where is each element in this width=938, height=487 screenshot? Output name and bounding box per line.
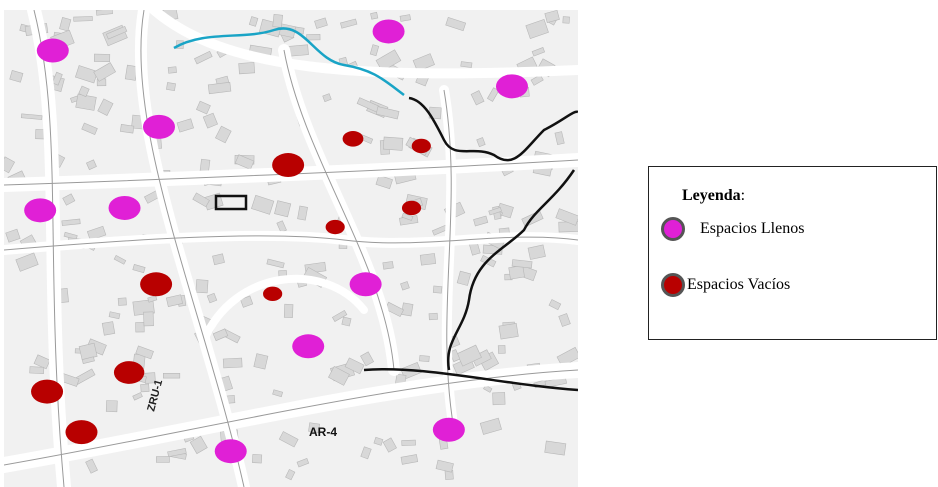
legend-title: Leyenda: [682, 187, 746, 204]
empty-space-marker [342, 130, 364, 147]
empty-space-marker [65, 420, 98, 445]
full-space-marker [142, 114, 175, 139]
empty-space-marker [263, 286, 283, 302]
empty-space-marker [411, 138, 431, 154]
empty-space-marker [140, 272, 173, 297]
full-space-marker [349, 272, 382, 297]
full-space-marker [292, 334, 325, 359]
river [173, 27, 405, 96]
legend-item-full-spaces: Espacios Llenos [661, 217, 804, 241]
empty-space-marker [31, 379, 64, 404]
legend-label: Espacios Vacíos [687, 276, 791, 293]
magenta-circle-icon [661, 217, 685, 241]
road-label-ar-4: AR-4 [309, 425, 337, 439]
map: ZRU-1 AR-4 [4, 10, 578, 487]
empty-space-marker [113, 361, 145, 384]
red-circle-icon [661, 273, 685, 297]
empty-space-marker [325, 219, 345, 235]
empty-space-marker [401, 200, 422, 216]
full-space-marker [214, 439, 247, 464]
empty-space-marker [272, 153, 305, 178]
legend-item-empty-spaces: Espacios Vacíos [661, 273, 790, 297]
full-space-marker [432, 417, 465, 442]
full-space-marker [372, 19, 405, 44]
legend: Leyenda: Espacios Llenos Espacios Vacíos [648, 166, 937, 340]
full-space-marker [36, 38, 69, 63]
boundary-line [408, 96, 578, 162]
legend-label: Espacios Llenos [700, 220, 805, 237]
full-space-marker [24, 198, 57, 223]
full-space-marker [495, 74, 528, 99]
full-space-marker [108, 195, 141, 220]
